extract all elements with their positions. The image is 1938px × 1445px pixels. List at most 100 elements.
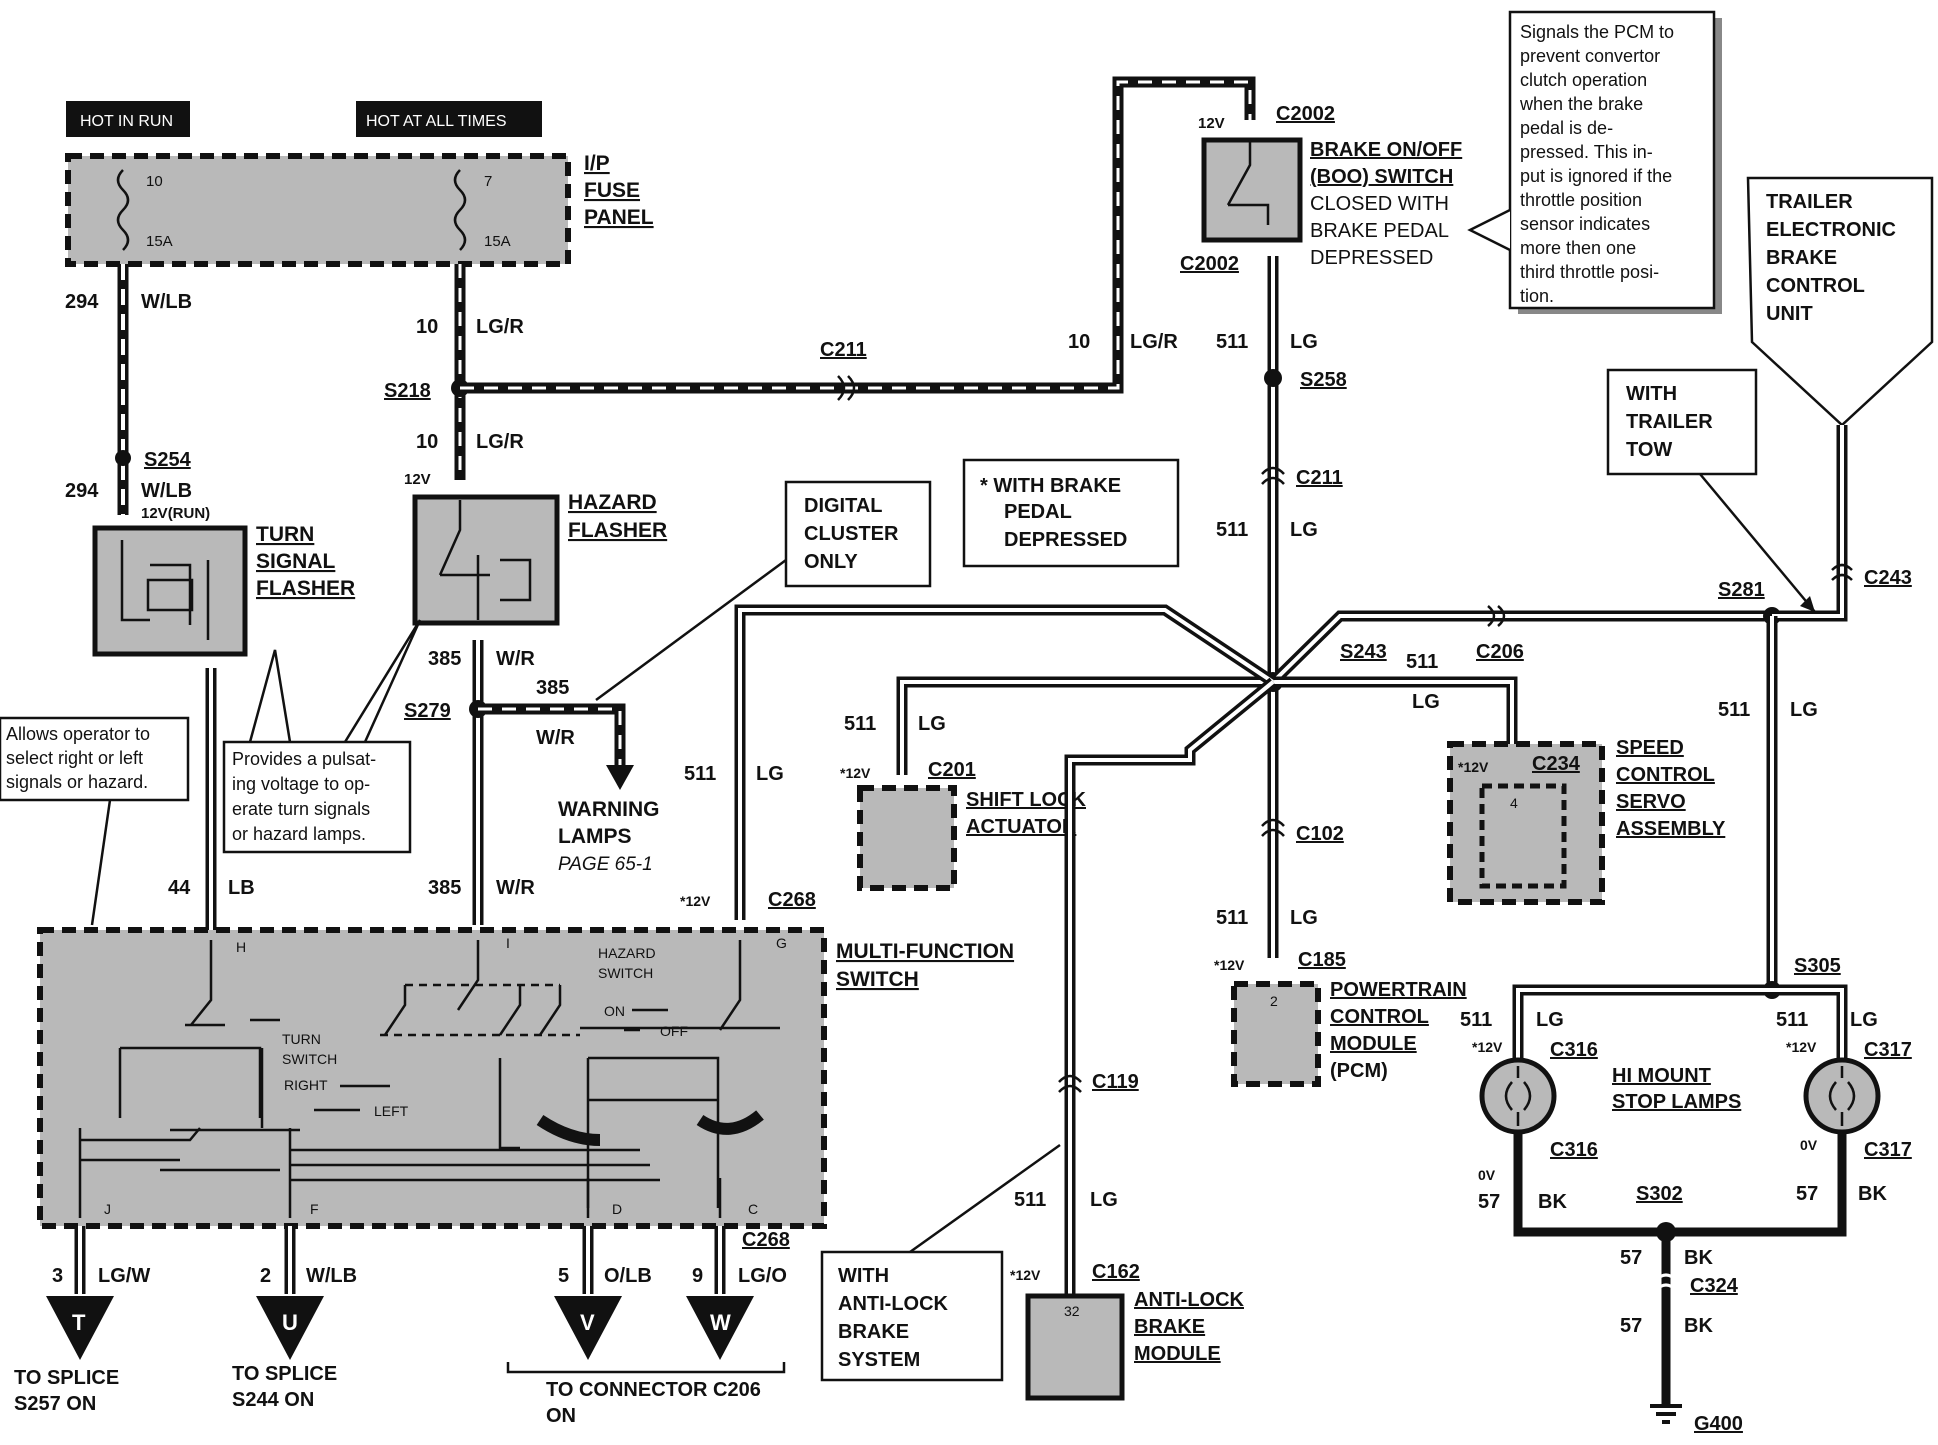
wire-385-num-c: 385	[428, 877, 461, 899]
provides-note-line-2: ing voltage to op-	[232, 774, 370, 794]
voltage-12v-hazard: 12V	[404, 471, 431, 488]
brake-note-line-3: DEPRESSED	[1004, 529, 1127, 551]
pcm-label-4: (PCM)	[1330, 1060, 1388, 1082]
boo-label-3: CLOSED WITH	[1310, 193, 1449, 215]
speed-label-1: SPEED	[1616, 737, 1684, 759]
digital-cluster-note	[784, 480, 932, 588]
abs-label-1: ANTI-LOCK	[1134, 1289, 1245, 1311]
brake-note-line-1: * WITH BRAKE	[980, 475, 1121, 497]
turn-label: TURN	[256, 523, 314, 546]
digital-cluster-line-3: ONLY	[804, 551, 858, 573]
connector-c102: C102	[1296, 823, 1344, 845]
connector-c316-bottom: C316	[1550, 1139, 1598, 1161]
pcm-label-2: CONTROL	[1330, 1006, 1429, 1028]
pin-d: D	[612, 1201, 622, 1217]
abs-module-box	[1025, 1293, 1125, 1401]
voltage-12v-c317: *12V	[1786, 1039, 1817, 1055]
connector-c317-bottom: C317	[1864, 1139, 1912, 1161]
turn-switch-label-1: TURN	[282, 1031, 321, 1047]
brake-note-line-2: PEDAL	[1004, 501, 1072, 523]
boo-label-2: (BOO) SWITCH	[1310, 166, 1453, 188]
pin-j: J	[104, 1201, 111, 1217]
wire-511-num-abs: 511	[1014, 1189, 1046, 1211]
splice-t-line-1: TO SPLICE	[14, 1367, 119, 1389]
wire-511-color-top: LG	[1290, 331, 1318, 353]
wire-385-num-b: 385	[536, 677, 569, 699]
wire-294-color-b: W/LB	[141, 480, 192, 502]
fuse-7-number: 7	[484, 173, 492, 190]
wire-294-num-b: 294	[65, 480, 99, 502]
splice-s281-label: S281	[1718, 579, 1765, 601]
to-connector-line-2: ON	[546, 1405, 576, 1427]
connector-c119: C119	[1092, 1071, 1139, 1093]
voltage-12v-speed: *12V	[1458, 759, 1489, 775]
pcm-note-line-7: put is ignored if the	[1520, 166, 1672, 186]
splice-s254-label: S254	[144, 449, 192, 471]
wire-511-num-cluster: 511	[684, 763, 716, 785]
left-label: LEFT	[374, 1103, 409, 1119]
hot-at-all-times-tag	[356, 101, 542, 137]
pin-f: F	[310, 1201, 319, 1217]
connector-c162: C162	[1092, 1261, 1140, 1283]
wire-511-num-mid: 511	[1216, 519, 1248, 541]
digital-cluster-line-1: DIGITAL	[804, 495, 883, 517]
connector-c201: C201	[928, 759, 976, 781]
pcm-signal-note-text: Signals the PCM to prevent convertor clu…	[1519, 22, 1674, 306]
connector-c185: C185	[1298, 949, 1346, 971]
splice-u-line-2: S244 ON	[232, 1389, 314, 1411]
fuse-7-element	[453, 169, 467, 251]
shift-lock-actuator-box	[857, 785, 957, 891]
wire-511-to-trailer	[1772, 425, 1848, 622]
wire-511-num-right: 511	[1718, 699, 1750, 721]
wire-lg-speed: LG	[1412, 691, 1440, 713]
shift-lock-label-2: ACTUATOR	[966, 816, 1077, 838]
pcm-note-line-8: throttle position	[1520, 190, 1642, 210]
abs-note-line-1: WITH	[838, 1265, 889, 1287]
pcm-note-line-10: more then one	[1520, 238, 1636, 258]
voltage-12v-run: 12V(RUN)	[141, 505, 210, 522]
connector-v-letter: V	[580, 1310, 595, 1335]
wire-10-num-c: 10	[1068, 331, 1090, 353]
signal-label: SIGNAL	[256, 550, 336, 573]
connector-c243-symbol	[1831, 563, 1853, 581]
voltage-12v-c316: *12V	[1472, 1039, 1503, 1055]
connector-c324-symbol	[1654, 1273, 1678, 1292]
boo-switch-box	[1201, 137, 1303, 243]
wire-57-num-right: 57	[1796, 1183, 1818, 1205]
abs-label-3: MODULE	[1134, 1343, 1221, 1365]
provides-note-line-4: or hazard lamps.	[232, 824, 366, 844]
pin-c: C	[748, 1201, 758, 1217]
wire-385-color-b: W/R	[536, 727, 575, 749]
connector-c206-symbol	[1487, 605, 1506, 627]
wire-2-color: W/LB	[306, 1265, 357, 1287]
hi-mount-label-1: HI MOUNT	[1612, 1065, 1711, 1087]
brake-pedal-note	[962, 458, 1180, 568]
pin-2-label: 2	[1270, 993, 1278, 1009]
allows-note-line-2: select right or left	[6, 748, 143, 768]
wire-385-num-a: 385	[428, 648, 461, 670]
wire-57-ground-bus	[1513, 1134, 1847, 1237]
shift-lock-label-1: SHIFT LOCK	[966, 789, 1087, 811]
turn-signal-flasher-box	[92, 525, 248, 657]
provides-note-line-1: Provides a pulsat-	[232, 749, 376, 769]
wire-294-color-a: W/LB	[141, 291, 192, 313]
connector-c119-symbol	[1058, 1074, 1082, 1093]
wire-511-num-lamp-r: 511	[1776, 1009, 1808, 1031]
wire-511-num-lamp-l: 511	[1460, 1009, 1492, 1031]
wire-511-color-shift: LG	[918, 713, 946, 735]
wire-511-num-s243: 511	[1406, 651, 1438, 673]
splice-s302-label: S302	[1636, 1183, 1683, 1205]
pcm-note-line-3: clutch operation	[1520, 70, 1647, 90]
speed-label-3: SERVO	[1616, 791, 1686, 813]
pcm-note-line-12: tion.	[1520, 286, 1554, 306]
provides-voltage-note	[222, 740, 412, 854]
pcm-note-line-9: sensor indicates	[1520, 214, 1650, 234]
connector-c268-bottom: C268	[742, 1229, 790, 1251]
pin-32-label: 32	[1064, 1303, 1080, 1319]
mfs-label-1: MULTI-FUNCTION	[836, 940, 1014, 963]
splice-s302-dot	[1656, 1222, 1676, 1242]
ground-g400-label: G400	[1694, 1413, 1743, 1435]
pcm-label-3: MODULE	[1330, 1033, 1417, 1055]
hi-mount-lamp-right	[1803, 1057, 1881, 1135]
wire-3-color: LG/W	[98, 1265, 150, 1287]
